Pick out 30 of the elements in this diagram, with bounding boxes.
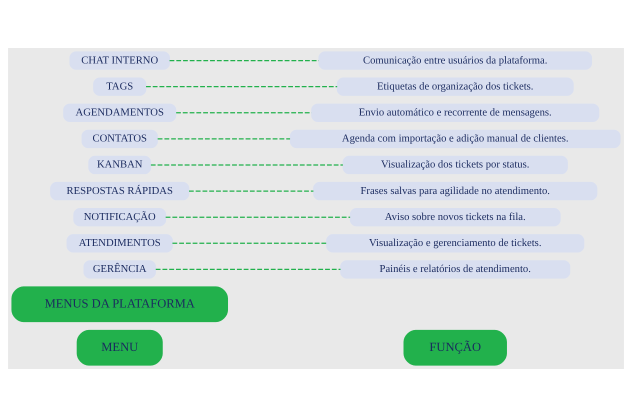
node-box: Aviso sobre novos tickets na fila.: [350, 208, 561, 226]
connector: [170, 59, 319, 61]
connector: [156, 268, 340, 270]
node-box: RESPOSTAS RÁPIDAS: [50, 181, 190, 200]
connector: [158, 138, 290, 140]
node-box: NOTIFICAÇÃO: [73, 208, 166, 226]
connector: [172, 242, 326, 244]
node-box: AGENDAMENTOS: [63, 103, 176, 122]
node-box: Comunicação entre usuários da plataforma.: [318, 50, 592, 70]
node-box: FUNÇÃO: [404, 329, 507, 366]
connector: [146, 86, 338, 87]
node-box: KANBAN: [88, 155, 152, 174]
connector: [176, 112, 312, 113]
connector: [166, 216, 350, 218]
connector: [150, 164, 343, 166]
node-box: Painéis e relatórios de atendimento.: [340, 260, 570, 278]
node-box: MENUS DA PLATAFORMA: [11, 286, 228, 322]
connector: [189, 190, 314, 192]
node-box: CONTATOS: [82, 129, 158, 148]
node-box: Visualização dos tickets por status.: [342, 155, 568, 174]
node-box: ATENDIMENTOS: [66, 234, 173, 252]
node-box: Envio automático e recorrente de mensagens.: [311, 103, 600, 122]
node-box: Visualização e gerenciamento de tickets.: [326, 234, 584, 252]
node-box: MENU: [76, 329, 163, 366]
node-box: Frases salvas para agilidade no atendimento.: [313, 181, 598, 200]
node-box: Etiquetas de organização dos tickets.: [336, 77, 574, 96]
node-box: Agenda com importação e adição manual de clientes.: [290, 129, 621, 148]
node-box: TAGS: [93, 77, 146, 96]
node-box: CHAT INTERNO: [69, 50, 170, 70]
node-box: GERÊNCIA: [83, 260, 156, 278]
